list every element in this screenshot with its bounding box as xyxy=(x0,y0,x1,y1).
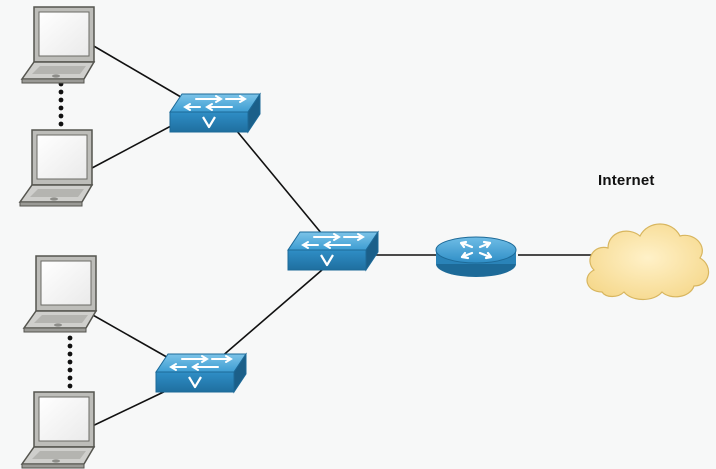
link-laptop1-switch1 xyxy=(91,44,187,101)
link-switch2-coreswitch xyxy=(219,269,323,359)
cloud-icon xyxy=(586,223,710,301)
link-laptop3-switch2 xyxy=(83,309,173,361)
switch-icon xyxy=(286,230,380,272)
laptop-icon xyxy=(23,255,97,333)
link-switch1-coreswitch xyxy=(235,129,323,235)
links xyxy=(83,44,592,431)
laptop-ellipsis-bottom xyxy=(67,327,73,389)
switch-icon xyxy=(168,92,262,134)
router-icon xyxy=(434,235,518,279)
laptop-icon xyxy=(19,129,93,207)
switch-icon xyxy=(154,352,248,394)
link-laptop4-switch2 xyxy=(83,387,173,431)
internet-label: Internet xyxy=(598,172,655,189)
laptop-icon xyxy=(21,391,95,469)
laptop-icon xyxy=(21,6,95,84)
laptop-ellipsis-top xyxy=(58,81,64,127)
